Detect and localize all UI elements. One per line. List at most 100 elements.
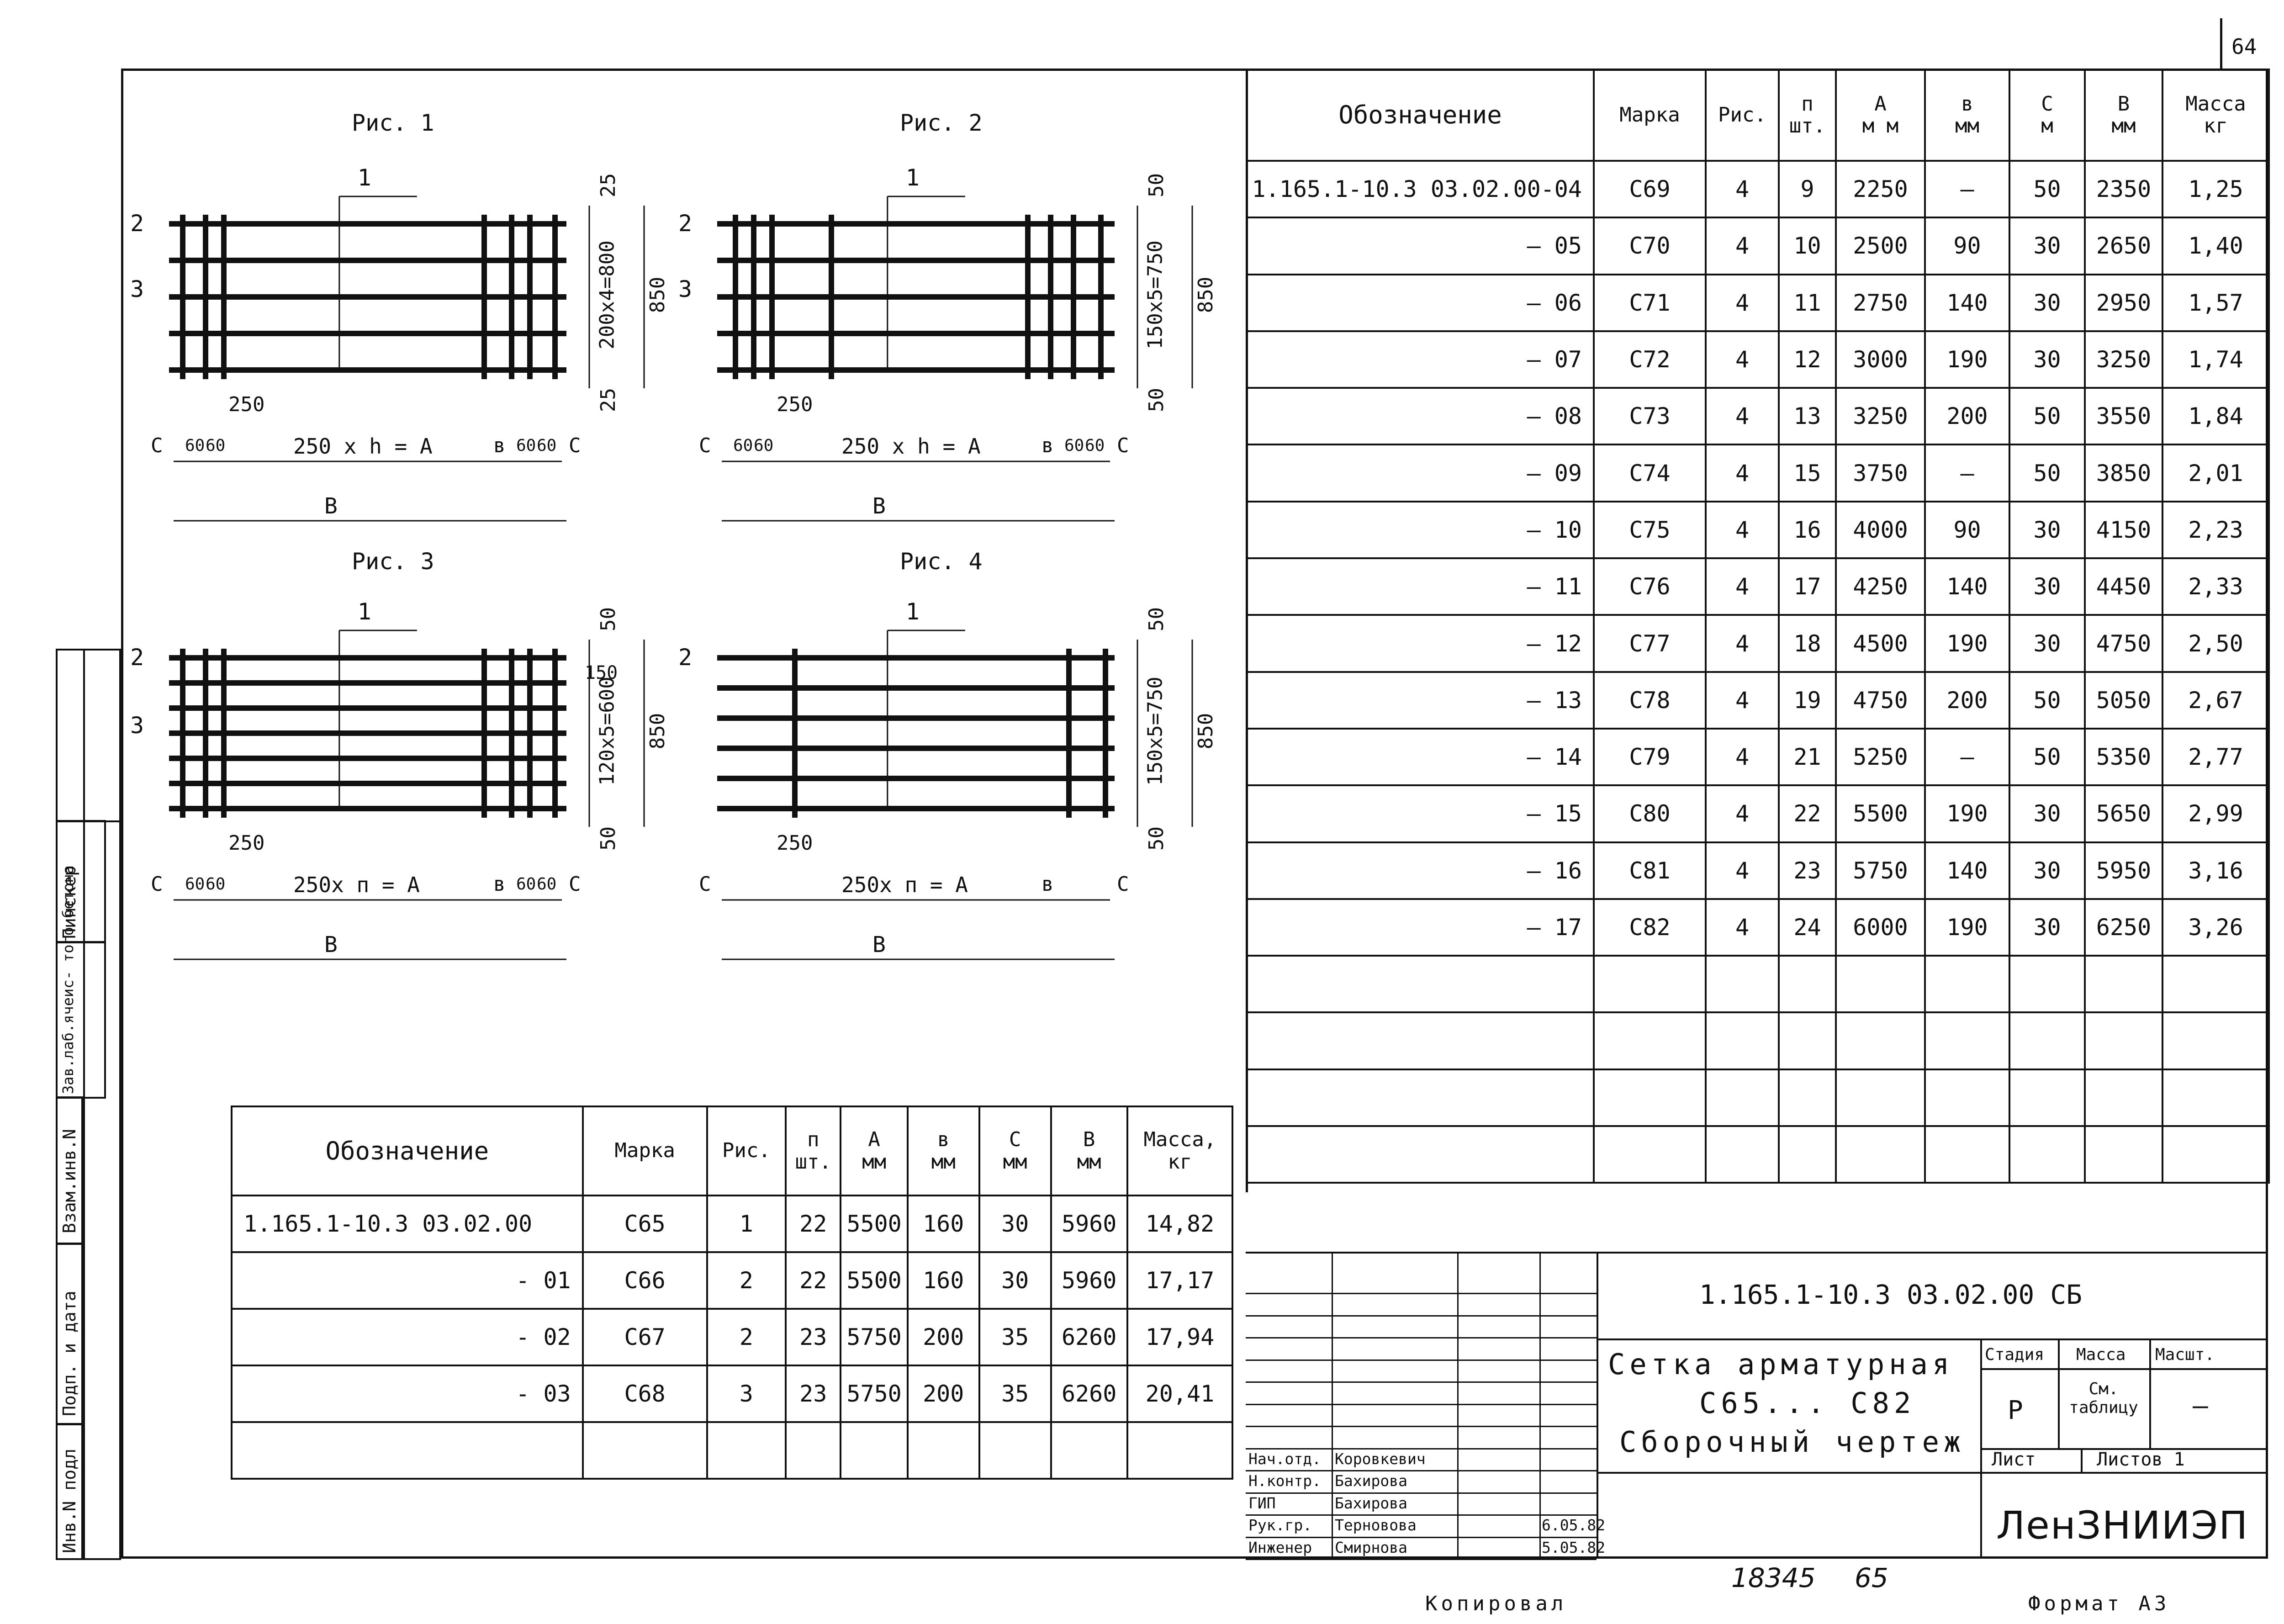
- cell-bb: 5650: [2084, 784, 2163, 843]
- dim-60-d: 60: [1085, 436, 1105, 455]
- cell-fig: 4: [1705, 727, 1780, 787]
- sig-grid-line: [1246, 1536, 1597, 1538]
- cell-bb: 6260: [1050, 1308, 1128, 1366]
- dim-total: 850: [1194, 276, 1218, 313]
- sig-date: 5.05.82: [1542, 1538, 1606, 1556]
- cell-n: 13: [1778, 387, 1837, 446]
- cell-mark: С79: [1593, 727, 1707, 787]
- cell-designation: - 03: [231, 1365, 584, 1423]
- dim-top: 25: [596, 173, 620, 197]
- cell-a: 5500: [1835, 784, 1926, 843]
- dim-c-right: С: [569, 873, 581, 896]
- dim-c-left: С: [151, 873, 163, 896]
- dim-b: в: [1042, 434, 1054, 457]
- figure-title: Рис. 2: [900, 110, 983, 136]
- hdr-mass: Масса,кг: [1126, 1106, 1234, 1196]
- dim-60-a: 60: [185, 436, 205, 455]
- position-label-2: 2: [130, 644, 144, 671]
- cell-b: 200: [906, 1308, 980, 1366]
- position-label-1: 1: [357, 164, 371, 191]
- cell-mass: 2,23: [2162, 500, 2270, 560]
- cell-mark: С70: [1593, 217, 1707, 275]
- cell-b: 90: [1924, 217, 2010, 275]
- cell-designation: — 13: [1246, 671, 1595, 730]
- dim-top: 50: [1144, 173, 1168, 197]
- cell-a: 6000: [1835, 898, 1926, 957]
- cell-bb: 2350: [2084, 159, 2163, 219]
- cell-mass: 2,33: [2162, 557, 2270, 616]
- cell-mass: 3,16: [2162, 841, 2270, 900]
- dim-b: в: [493, 873, 506, 896]
- figure-bars: [169, 196, 1193, 960]
- tb-sheet-col: [2081, 1448, 2083, 1472]
- sig-role: Инженер: [1248, 1538, 1312, 1556]
- cell-mass: 1,40: [2162, 217, 2270, 275]
- bottom-kopiroval: Копировал: [1425, 1592, 1567, 1615]
- table-row-empty: [1246, 1125, 2270, 1184]
- position-label-2: 2: [678, 644, 693, 671]
- cell-mass: 1,84: [2162, 387, 2270, 446]
- cell-c: 50: [2009, 727, 2086, 787]
- dim-60-a: 60: [733, 436, 753, 455]
- cell-a: 5750: [840, 1308, 909, 1366]
- dim-250: 250: [777, 393, 813, 416]
- cell-c: 30: [2009, 898, 2086, 957]
- sig-name: Бахирова: [1335, 1494, 1407, 1512]
- dim-total: 850: [646, 713, 670, 750]
- cell-a: 5750: [840, 1365, 909, 1423]
- dim-bottom: 50: [596, 826, 620, 851]
- cell-n: 23: [785, 1365, 842, 1423]
- cell-designation: - 02: [231, 1308, 584, 1366]
- cell-n: 24: [1778, 898, 1837, 957]
- cell-b: 160: [906, 1251, 980, 1310]
- cell-b: 190: [1924, 330, 2010, 389]
- dim-total: 850: [646, 276, 670, 313]
- position-label-1: 1: [357, 598, 371, 625]
- dim-60-d: 60: [537, 436, 557, 455]
- cell-n: 21: [1778, 727, 1837, 787]
- cell-mark: С77: [1593, 614, 1707, 673]
- cell-fig: 4: [1705, 557, 1780, 616]
- position-label-3: 3: [130, 712, 144, 739]
- dim-span: 250 х h = А: [841, 434, 981, 459]
- sig-grid-col: [1539, 1252, 1541, 1559]
- dim-bottom: 25: [596, 388, 620, 412]
- cell-c: 30: [2009, 330, 2086, 389]
- side-stamp-cell-7: [83, 649, 121, 1560]
- tb-stage-col1: [2058, 1338, 2060, 1448]
- cell-c: 30: [2009, 217, 2086, 275]
- cell-bb: 5350: [2084, 727, 2163, 787]
- cell-fig: 4: [1705, 614, 1780, 673]
- cell-mass: 14,82: [1126, 1195, 1234, 1253]
- dim-c-right: С: [1117, 873, 1129, 896]
- cell-bb: 4750: [2084, 614, 2163, 673]
- cell-b: 140: [1924, 841, 2010, 900]
- sig-grid-line: [1246, 1470, 1597, 1471]
- cell-designation: — 15: [1246, 784, 1595, 843]
- cell-c: 30: [2009, 614, 2086, 673]
- tb-title-2: С65... С82: [1699, 1386, 1916, 1420]
- sig-grid-line: [1246, 1337, 1597, 1338]
- cell-fig: 4: [1705, 273, 1780, 332]
- cell-fig: 4: [1705, 387, 1780, 446]
- cell-fig: 4: [1705, 444, 1780, 503]
- cell-bb: 5960: [1050, 1195, 1128, 1253]
- sig-grid-line: [1246, 1426, 1597, 1427]
- cell-a: 3250: [1835, 387, 1926, 446]
- cell-mark: С82: [1593, 898, 1707, 957]
- cell-a: 2750: [1835, 273, 1926, 332]
- tb-stage-row-line: [1980, 1368, 2268, 1370]
- rhdr-mark: Марка: [1593, 69, 1707, 162]
- table-row-empty: [1246, 1068, 2270, 1127]
- dim-60-a: 60: [185, 875, 205, 894]
- cell-n: 22: [785, 1251, 842, 1310]
- tb-lower-line: [1597, 1472, 2268, 1474]
- sig-role: Рук.гр.: [1248, 1516, 1312, 1534]
